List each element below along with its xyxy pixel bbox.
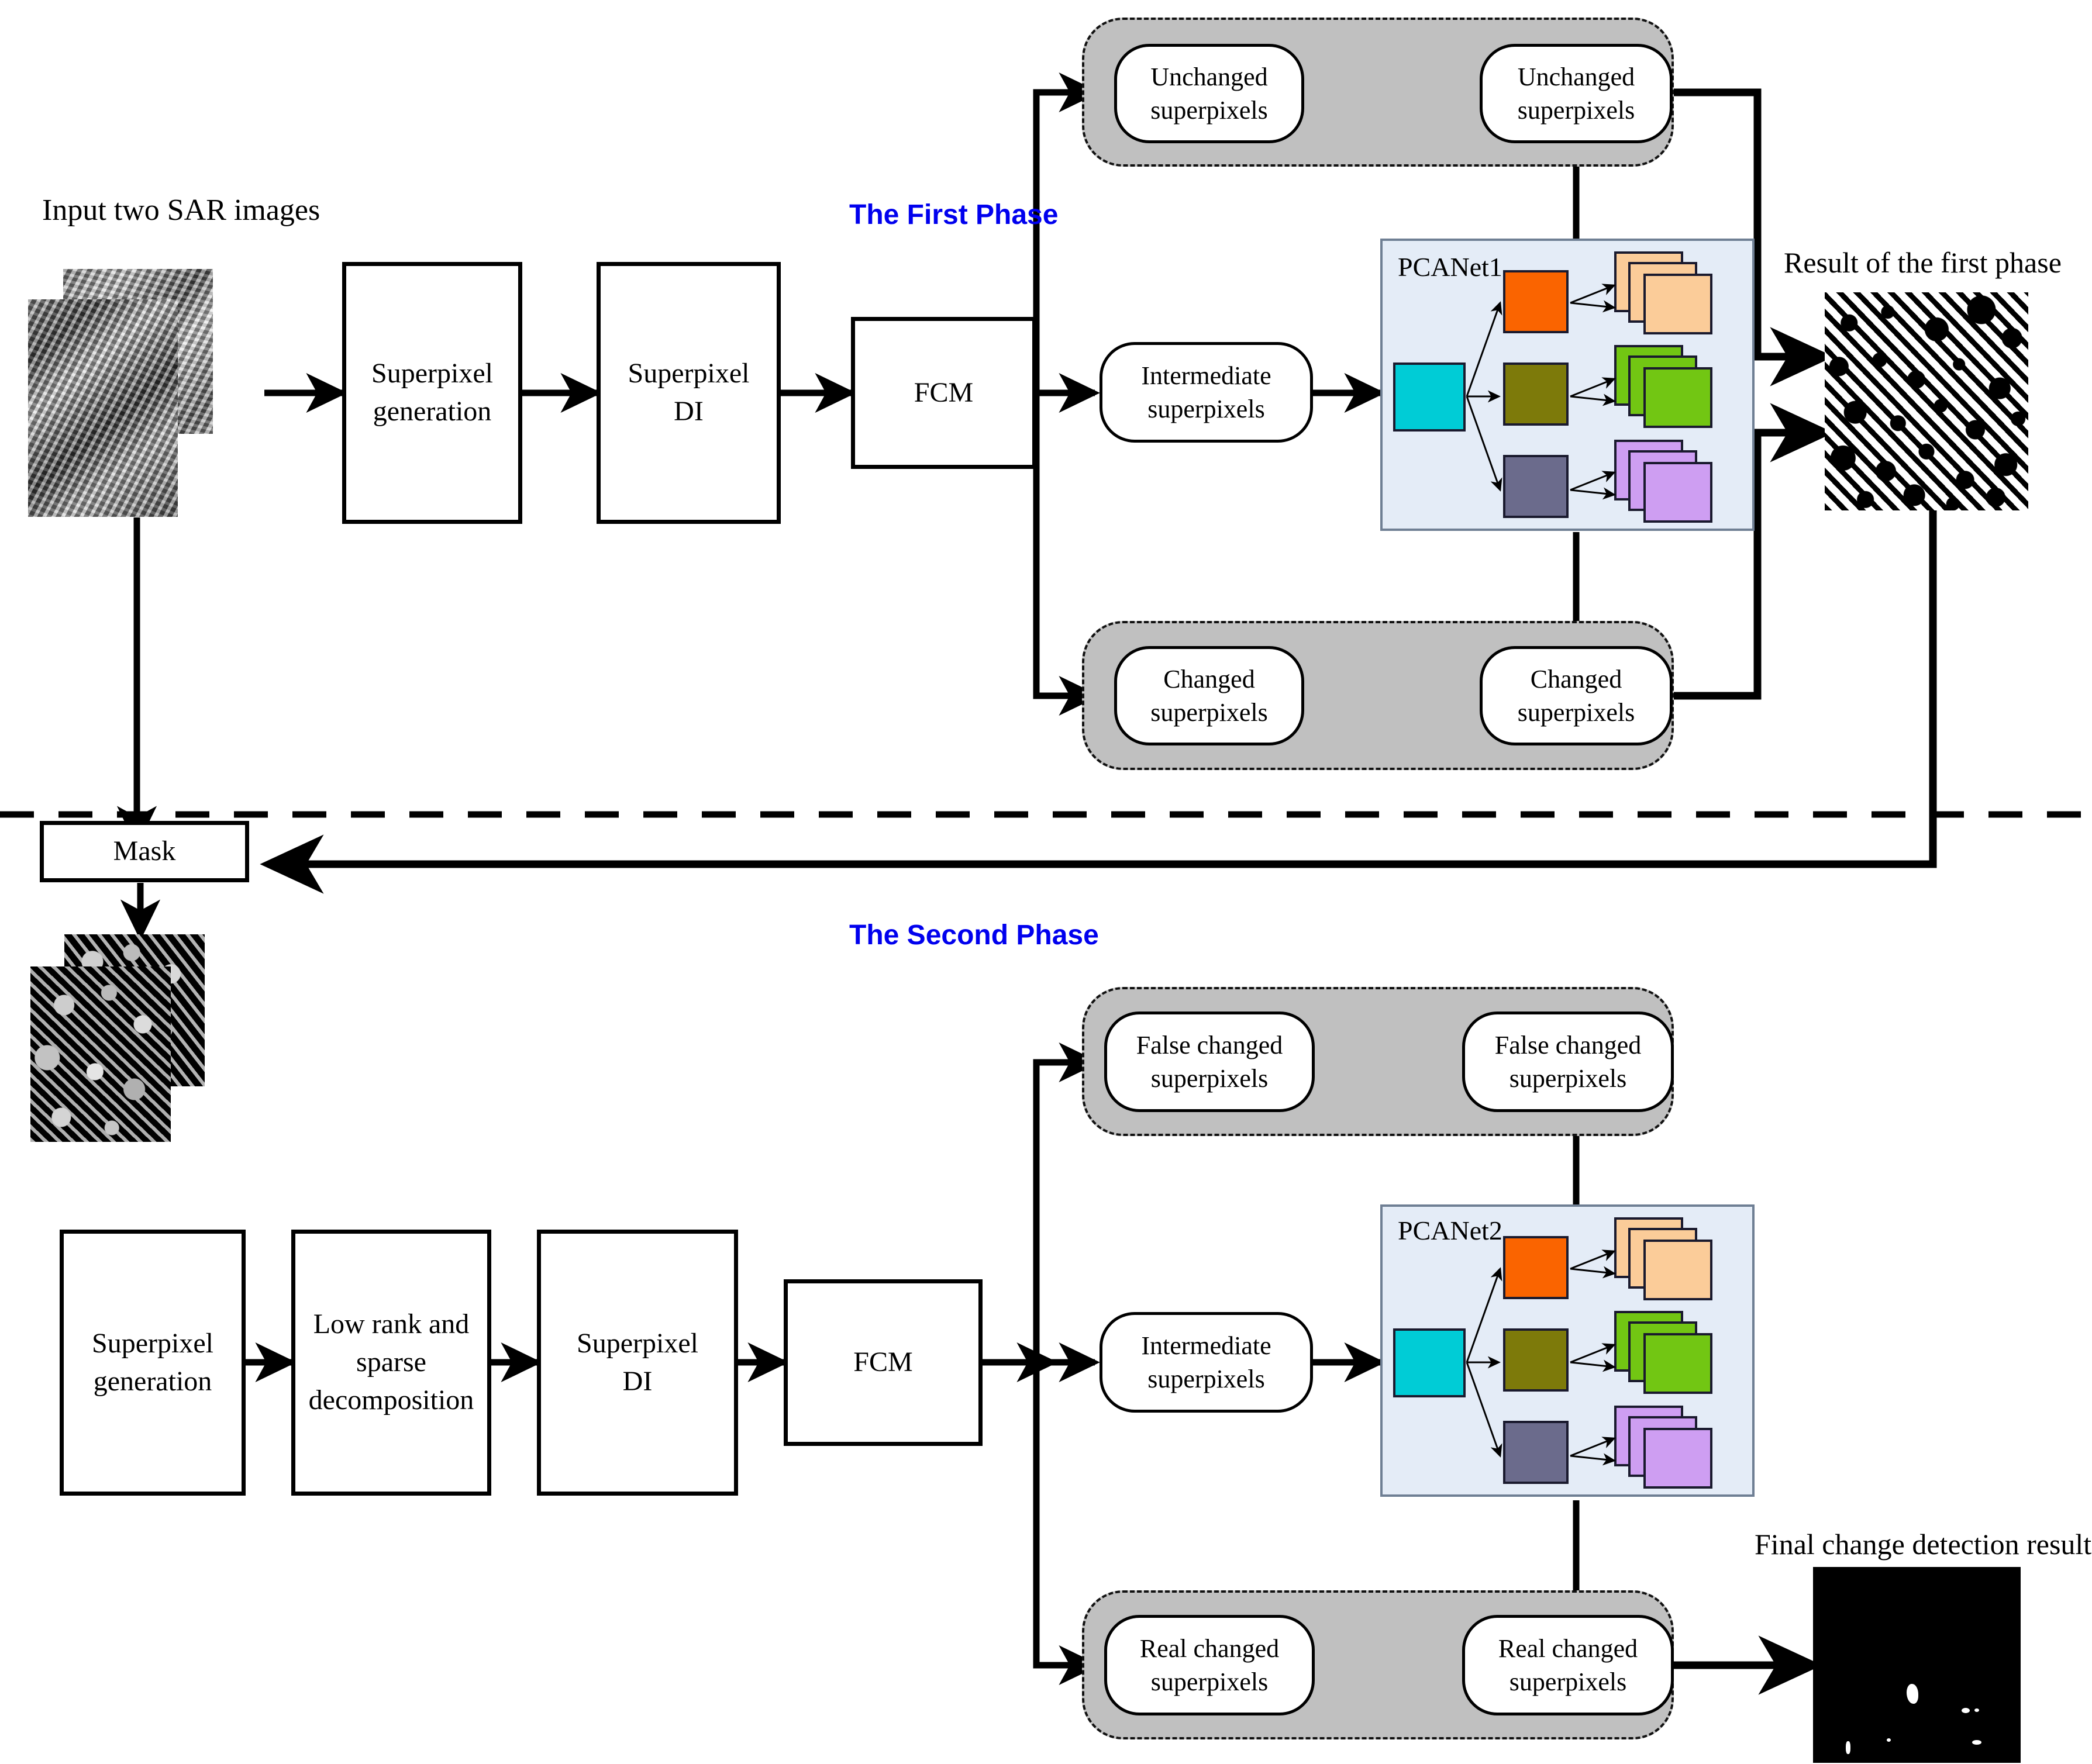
node-intermediate-superpixels-phase1[interactable]: Intermediate superpixels [1100, 342, 1313, 443]
process-fcm-2[interactable]: FCM [784, 1279, 983, 1446]
pcanet1-output-stack-peach [1614, 251, 1731, 339]
final-result-blob-right-a [1962, 1708, 1970, 1713]
pcanet2-label: PCANet2 [1398, 1216, 1502, 1245]
node-real-changed-superpixels-right-label: Real changed superpixels [1498, 1634, 1638, 1696]
process-fcm-2-label: FCM [853, 1347, 913, 1378]
process-superpixel-generation-2-label: Superpixel generation [92, 1327, 213, 1397]
process-fcm-label: FCM [914, 377, 974, 408]
final-result-blob-right-b [1974, 1708, 1979, 1712]
pcanet2-filter-olive [1503, 1328, 1569, 1392]
caption-final-result: Final change detection result [1755, 1528, 2092, 1561]
process-low-rank-sparse-label: Low rank and sparse decomposition [308, 1309, 474, 1416]
node-changed-superpixels-right[interactable]: Changed superpixels [1480, 646, 1673, 745]
process-mask-label: Mask [113, 836, 176, 867]
process-mask[interactable]: Mask [40, 821, 249, 882]
node-intermediate-superpixels-phase2-label: Intermediate superpixels [1141, 1331, 1271, 1393]
final-change-detection-image [1813, 1567, 2021, 1763]
node-changed-superpixels-left-label: Changed superpixels [1150, 664, 1268, 727]
pcanet1-label: PCANet1 [1398, 252, 1502, 282]
node-intermediate-superpixels-phase1-label: Intermediate superpixels [1141, 361, 1271, 423]
node-changed-superpixels-left[interactable]: Changed superpixels [1114, 646, 1304, 745]
pcanet1-internal-arrows [1466, 284, 1616, 500]
pcanet2-output-stack-green [1614, 1311, 1731, 1399]
pcanet2-filter-slate [1503, 1421, 1569, 1484]
process-superpixel-generation-2[interactable]: Superpixel generation [60, 1230, 246, 1496]
phase-label-first: The First Phase [849, 199, 1059, 230]
process-low-rank-sparse[interactable]: Low rank and sparse decomposition [291, 1230, 491, 1496]
caption-first-phase-result: Result of the first phase [1784, 246, 2062, 279]
pcanet2-filter-orange [1503, 1236, 1569, 1299]
pcanet1-filter-olive [1503, 363, 1569, 426]
process-superpixel-di-label: Superpixel DI [628, 358, 750, 427]
final-result-blob-bottom-mid [1887, 1738, 1891, 1742]
phase-label-second: The Second Phase [849, 920, 1099, 951]
node-unchanged-superpixels-right[interactable]: Unchanged superpixels [1480, 44, 1673, 143]
pcanet2-output-stack-peach [1614, 1217, 1731, 1305]
pcanet2-input-square [1393, 1328, 1466, 1397]
node-changed-superpixels-right-label: Changed superpixels [1517, 664, 1635, 727]
process-superpixel-di-2-label: Superpixel DI [577, 1327, 698, 1397]
pcanet1-filter-orange [1503, 270, 1569, 333]
node-unchanged-superpixels-left-label: Unchanged superpixels [1150, 62, 1268, 125]
node-false-changed-superpixels-left[interactable]: False changed superpixels [1104, 1012, 1315, 1112]
caption-input-images: Input two SAR images [42, 194, 320, 227]
final-result-blob-bottom-left [1846, 1741, 1850, 1754]
pcanet1-output-stack-green [1614, 345, 1731, 433]
node-false-changed-superpixels-right-label: False changed superpixels [1494, 1030, 1642, 1093]
pcanet1-output-stack-violet [1614, 440, 1731, 527]
result-first-phase-image [1825, 292, 2028, 510]
pcanet1-input-square [1393, 363, 1466, 431]
process-superpixel-generation[interactable]: Superpixel generation [342, 262, 522, 524]
process-fcm[interactable]: FCM [851, 317, 1036, 469]
pcanet2-internal-arrows [1466, 1249, 1616, 1466]
node-false-changed-superpixels-left-label: False changed superpixels [1136, 1030, 1283, 1093]
node-intermediate-superpixels-phase2[interactable]: Intermediate superpixels [1100, 1312, 1313, 1413]
final-result-blob-bottom-right [1972, 1740, 1981, 1745]
node-real-changed-superpixels-left[interactable]: Real changed superpixels [1104, 1615, 1315, 1715]
node-unchanged-superpixels-right-label: Unchanged superpixels [1517, 62, 1635, 125]
node-false-changed-superpixels-right[interactable]: False changed superpixels [1462, 1012, 1674, 1112]
final-result-blob-primary [1907, 1684, 1918, 1704]
input-sar-image-front [28, 299, 178, 517]
node-real-changed-superpixels-right[interactable]: Real changed superpixels [1462, 1615, 1674, 1715]
node-real-changed-superpixels-left-label: Real changed superpixels [1139, 1634, 1280, 1696]
process-superpixel-di-2[interactable]: Superpixel DI [537, 1230, 738, 1496]
node-unchanged-superpixels-left[interactable]: Unchanged superpixels [1114, 44, 1304, 143]
process-superpixel-di[interactable]: Superpixel DI [597, 262, 781, 524]
process-superpixel-generation-label: Superpixel generation [371, 358, 493, 427]
pcanet2-output-stack-violet [1614, 1406, 1731, 1493]
masked-image-front [30, 966, 171, 1142]
pcanet1-filter-slate [1503, 455, 1569, 518]
